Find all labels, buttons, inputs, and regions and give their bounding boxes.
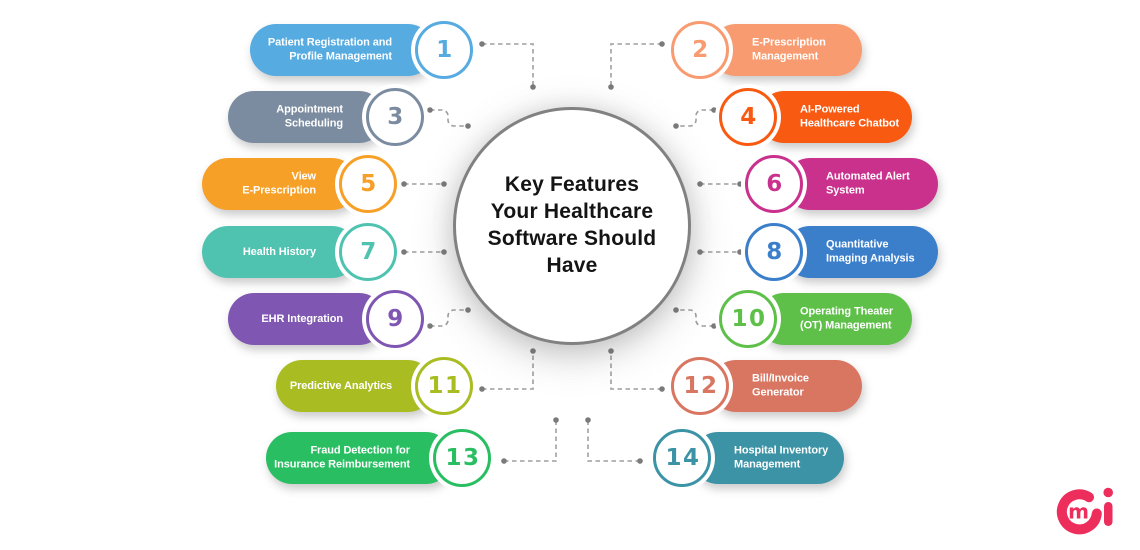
- feature-pill-5: View E-Prescription 5: [202, 155, 397, 213]
- connector-4: [676, 109, 714, 127]
- feature-number-badge-3: 3: [366, 88, 424, 146]
- connector-2: [610, 43, 662, 87]
- feature-pill-3: Appointment Scheduling 3: [228, 88, 424, 146]
- feature-number-10: 10: [731, 306, 767, 332]
- feature-number-8: 8: [766, 239, 784, 265]
- feature-label-9: EHR Integration: [261, 312, 343, 325]
- connector-9: [430, 309, 468, 327]
- central-circle: Key Features Your Healthcare Software Sh…: [453, 107, 691, 345]
- feature-label-10: Operating Theater (OT) Management: [800, 305, 894, 332]
- connector-14: [587, 420, 640, 462]
- feature-pill-4: AI-Powered Healthcare Chatbot 4: [719, 88, 912, 146]
- feature-number-badge-5: 5: [339, 155, 397, 213]
- feature-label-14: Hospital Inventory Management: [734, 444, 829, 471]
- feature-number-13: 13: [445, 445, 481, 471]
- feature-pill-11: Predictive Analytics 11: [276, 357, 473, 415]
- feature-label-8: Quantitative Imaging Analysis: [826, 238, 915, 265]
- feature-label-7: Health History: [242, 245, 316, 258]
- feature-number-9: 9: [387, 306, 405, 332]
- title-line-1: Key Features: [504, 173, 640, 197]
- feature-pill-12: Bill/Invoice Generator 12: [671, 357, 862, 415]
- feature-number-badge-13: 13: [433, 429, 491, 487]
- feature-label-12: Bill/Invoice Generator: [752, 372, 809, 399]
- feature-number-badge-12: 12: [671, 357, 729, 415]
- feature-label-3: Appointment Scheduling: [276, 103, 343, 130]
- feature-number-badge-8: 8: [745, 223, 803, 281]
- title-line-3: Software Should: [487, 227, 657, 250]
- feature-pill-1: Patient Registration and Profile Managem…: [250, 21, 473, 79]
- feature-pill-7: Health History 7: [202, 223, 397, 281]
- cmi-logo-icon: m: [1052, 482, 1124, 538]
- feature-number-11: 11: [427, 373, 463, 399]
- feature-number-12: 12: [683, 373, 719, 399]
- feature-label-4: AI-Powered Healthcare Chatbot: [800, 103, 900, 130]
- feature-pill-2: E-Prescription Management 2: [671, 21, 862, 79]
- feature-number-4: 4: [740, 104, 758, 130]
- feature-number-badge-10: 10: [719, 290, 777, 348]
- feature-label-13: Fraud Detection for Insurance Reimbursem…: [274, 444, 410, 471]
- connector-3: [430, 109, 468, 127]
- feature-number-badge-11: 11: [415, 357, 473, 415]
- feature-pill-8: Quantitative Imaging Analysis 8: [745, 223, 938, 281]
- feature-pill-14: Hospital Inventory Management 14: [653, 429, 844, 487]
- feature-number-14: 14: [665, 445, 701, 471]
- connector-dots: [401, 41, 743, 464]
- feature-number-badge-7: 7: [339, 223, 397, 281]
- feature-number-badge-1: 1: [415, 21, 473, 79]
- feature-number-badge-9: 9: [366, 290, 424, 348]
- connector-13: [504, 420, 557, 462]
- connector-10: [676, 309, 714, 327]
- feature-number-badge-2: 2: [671, 21, 729, 79]
- feature-number-1: 1: [436, 37, 454, 63]
- feature-label-6: Automated Alert System: [826, 170, 910, 197]
- feature-pill-10: Operating Theater (OT) Management 10: [719, 290, 912, 348]
- feature-number-2: 2: [692, 37, 710, 63]
- diagram-title: Key Features Your Healthcare Software Sh…: [488, 172, 657, 280]
- feature-number-badge-14: 14: [653, 429, 711, 487]
- feature-label-2: E-Prescription Management: [752, 36, 826, 63]
- svg-text:m: m: [1068, 500, 1089, 524]
- feature-number-badge-4: 4: [719, 88, 777, 146]
- feature-label-5: View E-Prescription: [242, 170, 316, 197]
- feature-label-11: Predictive Analytics: [289, 379, 392, 392]
- connector-12: [610, 351, 662, 390]
- connector-1: [482, 43, 534, 87]
- feature-number-5: 5: [360, 171, 378, 197]
- feature-label-1: Patient Registration and Profile Managem…: [267, 36, 392, 63]
- feature-number-3: 3: [387, 104, 405, 130]
- feature-pill-13: Fraud Detection for Insurance Reimbursem…: [266, 429, 491, 487]
- connector-11: [482, 351, 534, 390]
- feature-number-badge-6: 6: [745, 155, 803, 213]
- feature-number-6: 6: [766, 171, 784, 197]
- title-line-2: Your Healthcare: [490, 200, 654, 224]
- feature-pill-6: Automated Alert System 6: [745, 155, 938, 213]
- feature-pill-9: EHR Integration 9: [228, 290, 424, 348]
- title-line-4: Have: [546, 253, 598, 277]
- feature-number-7: 7: [360, 239, 378, 265]
